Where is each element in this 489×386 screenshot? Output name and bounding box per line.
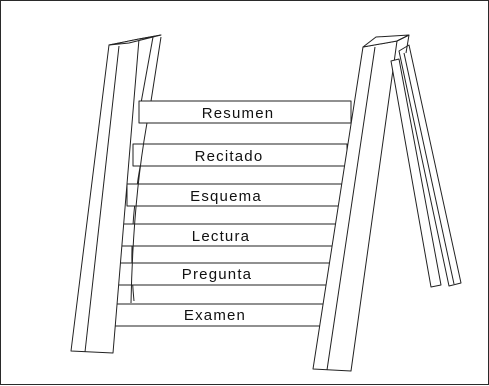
- label-lectura: Lectura: [192, 228, 250, 245]
- step-labels: Resumen Recitado Esquema Lectura Pregunt…: [182, 105, 275, 324]
- label-recitado: Recitado: [195, 148, 264, 165]
- label-esquema: Esquema: [190, 188, 262, 205]
- label-pregunta: Pregunta: [182, 266, 252, 283]
- label-examen: Examen: [184, 307, 246, 324]
- label-resumen: Resumen: [202, 105, 275, 122]
